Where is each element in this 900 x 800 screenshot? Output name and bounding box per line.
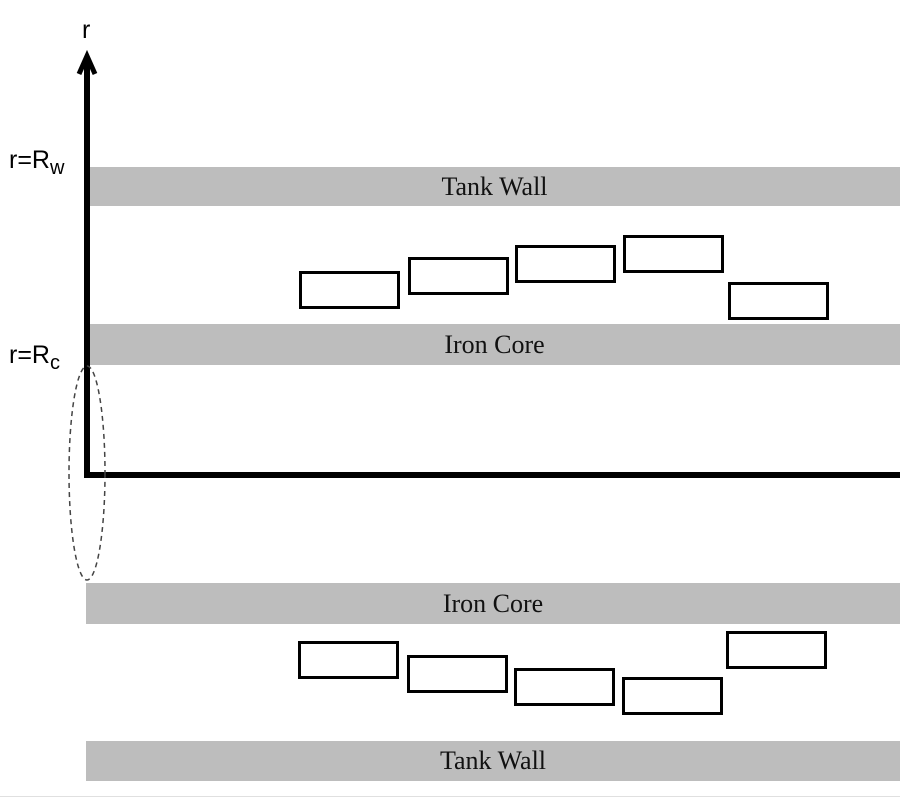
upper-coil-1 xyxy=(299,271,400,309)
bottom-border xyxy=(0,796,900,797)
upper-coil-5 xyxy=(728,282,829,320)
lower-tank-wall-band: Tank Wall xyxy=(86,741,900,781)
upper-coil-3 xyxy=(515,245,616,283)
wall-radius-label: r=Rw xyxy=(9,146,65,179)
upper-iron-core-label: Iron Core xyxy=(444,329,545,359)
upper-tank-wall-label: Tank Wall xyxy=(441,171,548,201)
upper-coil-4 xyxy=(623,235,724,273)
lower-coil-4 xyxy=(622,677,723,715)
upper-tank-wall-band: Tank Wall xyxy=(89,167,900,206)
lower-tank-wall-label: Tank Wall xyxy=(439,746,547,775)
lower-coil-5 xyxy=(726,631,827,669)
lower-coil-1 xyxy=(298,641,399,679)
axis-symmetry-ellipse xyxy=(68,365,106,581)
r-axis-label: r xyxy=(82,16,91,44)
upper-coil-2 xyxy=(408,257,509,295)
r-axis-arrowhead-icon xyxy=(76,49,98,76)
core-radius-label: r=Rc xyxy=(9,341,60,374)
lower-iron-core-label: Iron Core xyxy=(442,588,544,618)
lower-iron-core-band: Iron Core xyxy=(86,583,900,624)
lower-coil-2 xyxy=(407,655,508,693)
lower-coil-3 xyxy=(514,668,615,706)
upper-iron-core-band: Iron Core xyxy=(89,324,900,365)
